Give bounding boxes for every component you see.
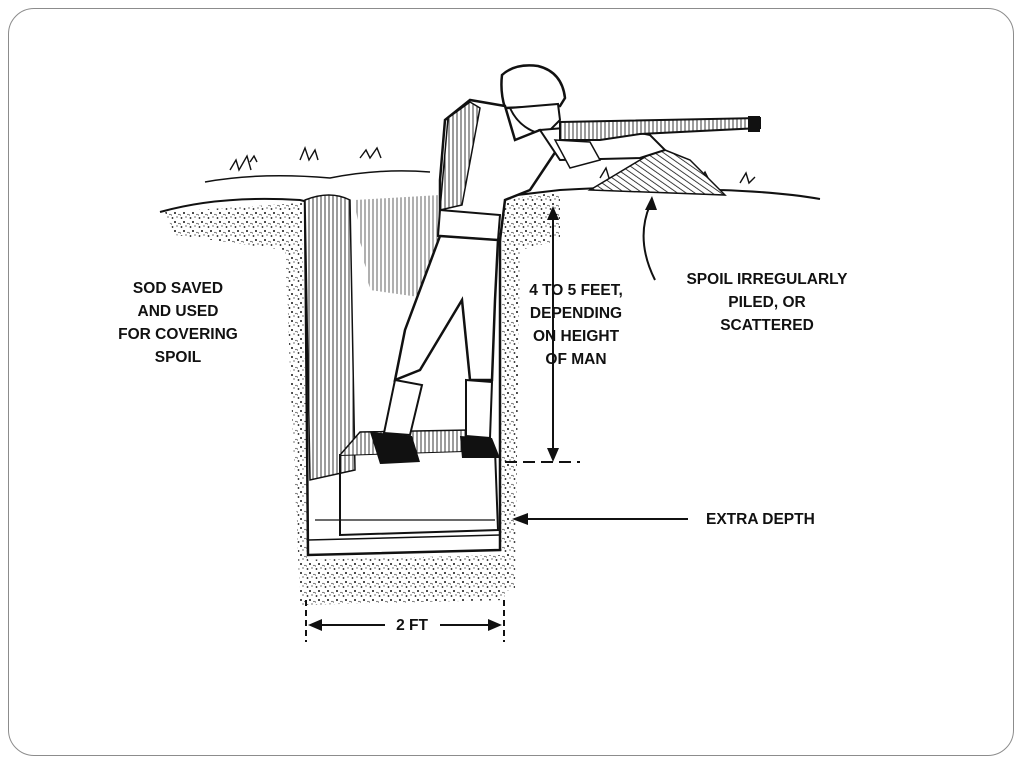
svg-text:FOR COVERING: FOR COVERING [118,326,238,343]
svg-text:SPOIL: SPOIL [155,349,202,366]
label-spoil: SPOIL IRREGULARLY PILED, OR SCATTERED [686,271,848,334]
svg-text:SCATTERED: SCATTERED [720,317,814,334]
svg-text:PILED, OR: PILED, OR [728,294,806,311]
svg-text:SPOIL IRREGULARLY: SPOIL IRREGULARLY [686,271,848,288]
svg-text:4 TO 5 FEET,: 4 TO 5 FEET, [529,282,623,299]
spoil-pile [587,147,727,196]
soil-walls [165,192,560,605]
label-height: 4 TO 5 FEET, DEPENDING ON HEIGHT OF MAN [529,282,623,368]
label-extra-depth: EXTRA DEPTH [706,511,815,528]
soldier-figure [370,64,667,464]
label-sod: SOD SAVED AND USED FOR COVERING SPOIL [118,280,238,366]
svg-text:DEPENDING: DEPENDING [530,305,622,322]
svg-text:OF MAN: OF MAN [545,351,606,368]
svg-text:ON HEIGHT: ON HEIGHT [533,328,620,345]
label-width: 2 FT [396,617,428,634]
svg-text:SOD SAVED: SOD SAVED [133,280,223,297]
rifle [553,116,761,169]
svg-text:AND USED: AND USED [138,303,219,320]
dimension-lines [305,196,688,642]
